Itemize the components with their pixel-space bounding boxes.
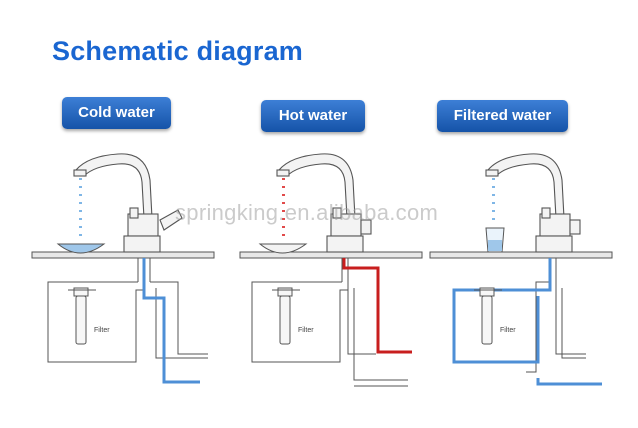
cold-water-diagram: Filter bbox=[31, 153, 215, 384]
cold-water-stream bbox=[79, 178, 82, 236]
cold-water-pipe bbox=[142, 258, 200, 384]
filter-label: Filter bbox=[298, 327, 314, 334]
cold-water-label: Cold water bbox=[62, 97, 171, 129]
filtered-water-pipe bbox=[452, 258, 602, 386]
filter-label: Filter bbox=[500, 327, 516, 334]
filter-cartridge bbox=[68, 287, 96, 345]
hot-water-diagram: Filter bbox=[239, 153, 423, 387]
bowl bbox=[258, 243, 308, 254]
countertop bbox=[31, 251, 215, 259]
filtered-water-label: Filtered water bbox=[437, 100, 568, 132]
faucet bbox=[73, 153, 183, 253]
watermark: springking.en.alibaba.com bbox=[175, 200, 439, 225]
filter-cartridge bbox=[474, 287, 502, 345]
faucet bbox=[276, 153, 372, 253]
filter-cartridge bbox=[272, 287, 300, 345]
filtered-water-stream bbox=[492, 178, 495, 220]
hot-water-stream bbox=[282, 178, 285, 236]
bowl bbox=[56, 243, 106, 254]
countertop bbox=[429, 251, 613, 259]
hot-water-pipe bbox=[342, 258, 412, 354]
page-title: Schematic diagram bbox=[52, 36, 304, 66]
filter-label: Filter bbox=[94, 327, 110, 334]
hot-water-label: Hot water bbox=[261, 100, 365, 132]
filtered-water-diagram: Filter bbox=[429, 153, 613, 386]
countertop bbox=[239, 251, 423, 259]
faucet bbox=[485, 153, 581, 253]
